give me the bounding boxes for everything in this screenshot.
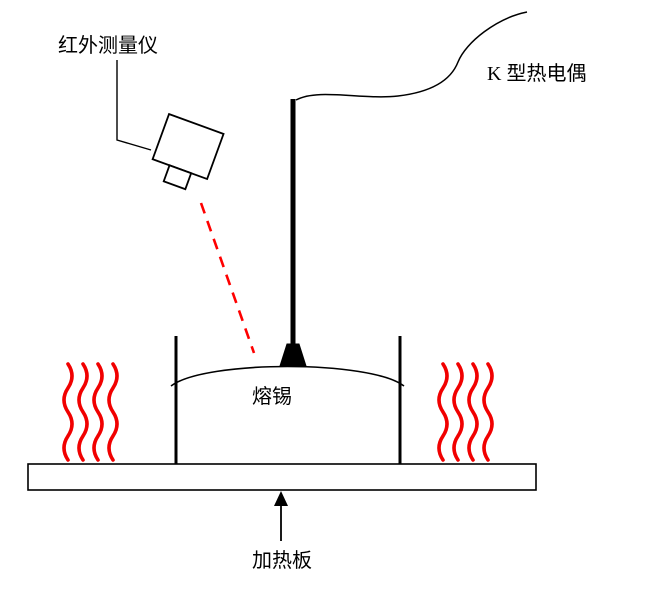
infrared-camera-lens-icon <box>162 164 193 191</box>
heat-waves-left <box>62 362 119 462</box>
solder-dome-surface <box>170 365 405 387</box>
heat-waves-right <box>437 362 494 462</box>
molten-solder-label: 熔锡 <box>252 385 292 408</box>
thermocouple-tip-icon <box>279 343 307 367</box>
thermocouple-wire <box>295 11 528 101</box>
infrared-camera-body-icon <box>151 112 225 181</box>
heat-wave-icon <box>92 362 104 462</box>
arrow-head-icon <box>274 491 288 506</box>
heating-plate-label: 加热板 <box>252 549 312 572</box>
infrared-camera <box>151 112 225 191</box>
heating-plate-pointer-arrow <box>274 491 288 541</box>
heat-wave-icon <box>62 362 74 462</box>
heat-wave-icon <box>437 362 449 462</box>
heat-wave-icon <box>467 362 479 462</box>
heat-wave-icon <box>77 362 89 462</box>
heat-wave-icon <box>482 362 494 462</box>
heat-wave-icon <box>452 362 464 462</box>
heating-plate <box>27 463 537 491</box>
infrared-meter-label: 红外测量仪 <box>58 34 158 57</box>
infrared-meter-leader-line <box>116 60 152 151</box>
thermocouple-label: K 型热电偶 <box>487 62 586 85</box>
heat-wave-icon <box>107 362 119 462</box>
infrared-beam-dashed-line <box>199 202 256 354</box>
